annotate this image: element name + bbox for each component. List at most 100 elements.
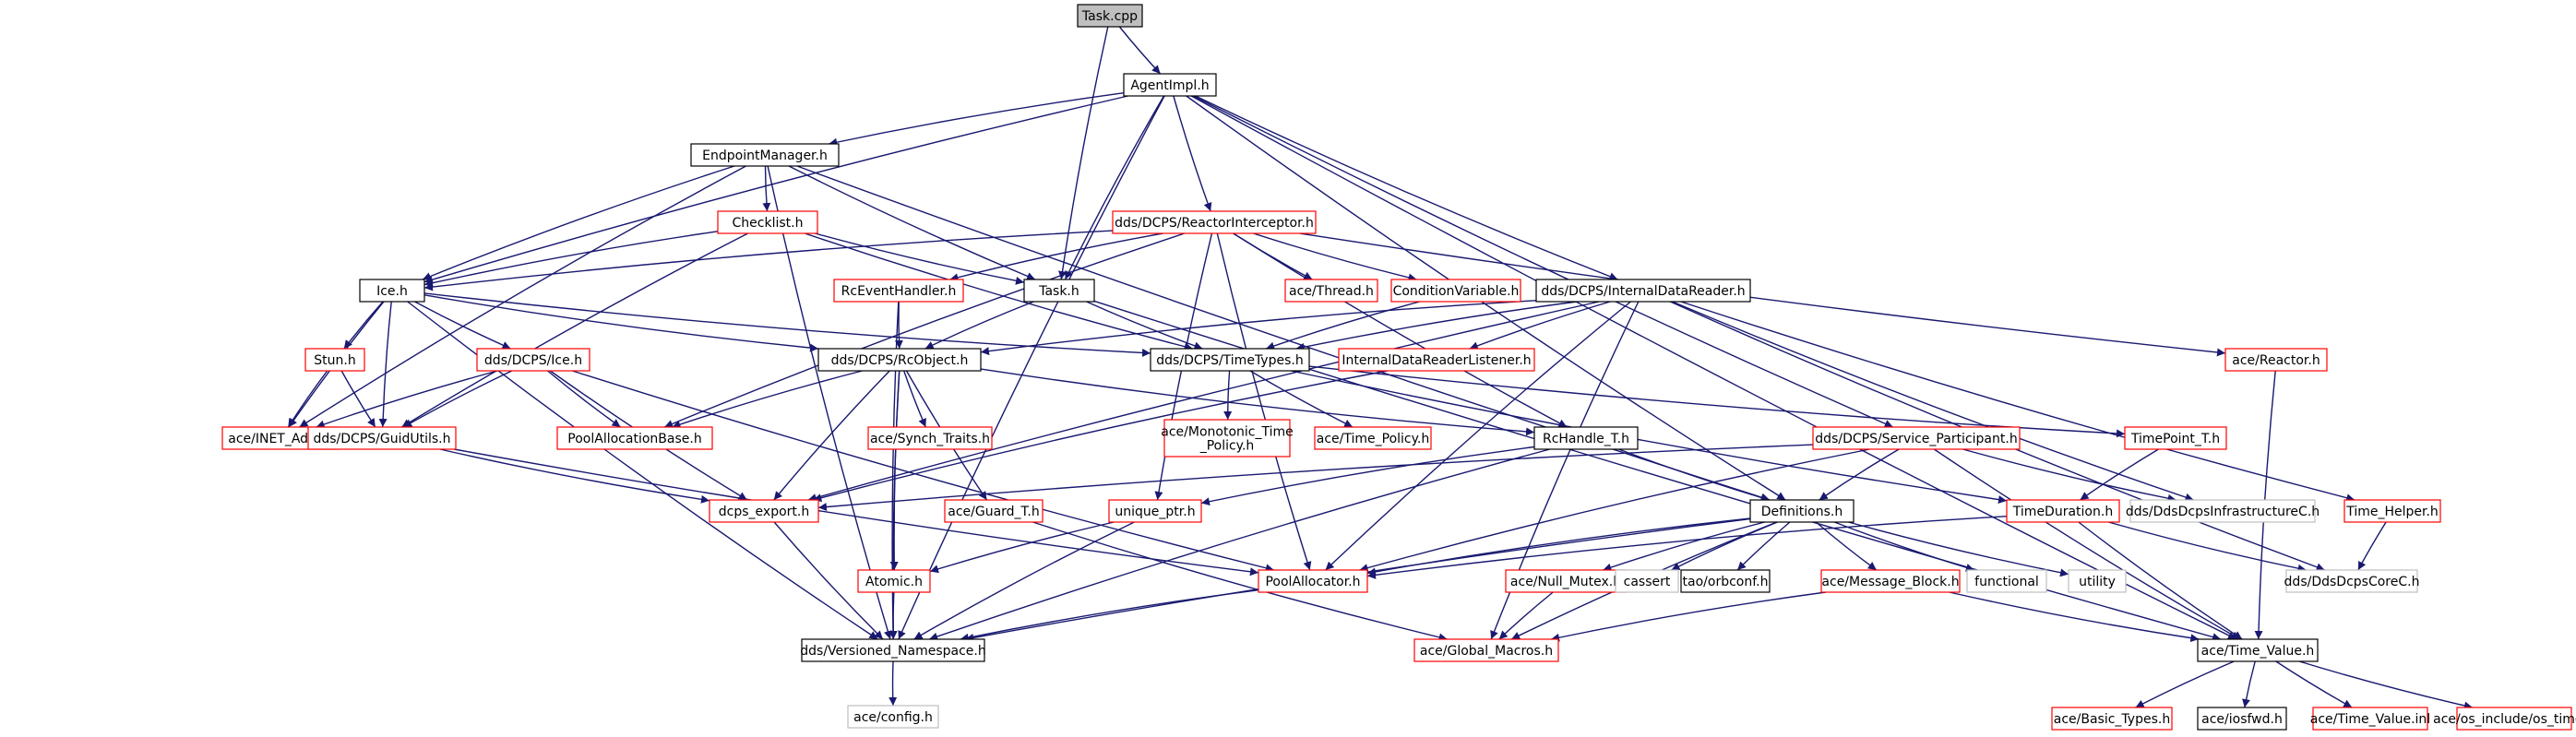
- edge-stun-to-guidutils: [340, 370, 376, 428]
- edge-internaldr-to-timetypes: [1295, 301, 1578, 351]
- node-label-dcpsice: dds/DCPS/Ice.h: [484, 353, 582, 368]
- node-rcobject[interactable]: dds/DCPS/RcObject.h: [817, 348, 982, 372]
- node-guidutils[interactable]: dds/DCPS/GuidUtils.h: [307, 426, 457, 450]
- node-svcpart[interactable]: dds/DCPS/Service_Participant.h: [1812, 426, 2021, 450]
- node-definitions[interactable]: Definitions.h: [1749, 499, 1854, 523]
- node-label-poolalloc: PoolAllocator.h: [1265, 575, 1360, 589]
- node-label-rceventhandler: RcEventHandler.h: [841, 284, 957, 299]
- edge-dcpsexport-to-versioned: [773, 521, 884, 640]
- node-poolallocbase[interactable]: PoolAllocationBase.h: [556, 426, 713, 450]
- node-aceconfig[interactable]: ace/config.h: [847, 705, 939, 729]
- node-timepoint[interactable]: TimePoint_T.h: [2124, 426, 2227, 450]
- edge-agentimpl-to-timevalue: [1190, 95, 2237, 640]
- edge-rcobject-to-synchtraits: [903, 370, 926, 428]
- edge-rchandle-to-uniqueptr: [1200, 446, 1535, 506]
- edge-definitions-to-msgblock: [1815, 521, 1878, 571]
- node-label-timehelper: Time_Helper.h: [2345, 505, 2439, 519]
- node-acethread[interactable]: ace/Thread.h: [1284, 279, 1378, 303]
- node-coreC[interactable]: dds/DdsDcpsCoreC.h: [2284, 569, 2420, 593]
- node-box-endpointmgr: [690, 143, 840, 167]
- node-box-cassert: [1615, 569, 1679, 593]
- edge-ice-to-versioned: [407, 301, 878, 640]
- node-stun[interactable]: Stun.h: [304, 348, 365, 372]
- edge-svcpart-to-poolalloc: [1359, 448, 1870, 572]
- node-timehelper[interactable]: Time_Helper.h: [2343, 499, 2441, 523]
- node-endpointmgr[interactable]: EndpointManager.h: [690, 143, 840, 167]
- edge-poolalloc-to-versioned: [960, 589, 1259, 642]
- edge-definitions-to-nullmutex: [1603, 521, 1765, 572]
- node-label-globalmacros: ace/Global_Macros.h: [1420, 644, 1553, 659]
- node-functional[interactable]: functional: [1966, 569, 2047, 593]
- edge-task_cpp-to-agentimpl: [1118, 26, 1162, 75]
- node-idrlistener[interactable]: InternalDataReaderListener.h: [1338, 348, 1535, 372]
- node-box-task_cpp: [1077, 4, 1143, 28]
- edge-msgblock-to-timevalue: [1949, 591, 2200, 643]
- node-synchtraits[interactable]: ace/Synch_Traits.h: [867, 426, 993, 450]
- node-checklist[interactable]: Checklist.h: [717, 210, 818, 234]
- node-box-iosfwd: [2197, 707, 2287, 731]
- node-box-globalmacros: [1413, 638, 1559, 662]
- node-box-dcpsice: [476, 348, 590, 372]
- node-versioned[interactable]: dds/Versioned_Namespace.h: [800, 638, 986, 662]
- node-label-ostime: ace/os_include/os_time.h: [2433, 712, 2576, 727]
- edge-reactorint-to-ice: [423, 230, 1114, 291]
- node-uniqueptr[interactable]: unique_ptr.h: [1108, 499, 1202, 523]
- node-label-idrlistener: InternalDataReaderListener.h: [1342, 353, 1531, 368]
- node-agentimpl[interactable]: AgentImpl.h: [1123, 73, 1217, 97]
- node-ice[interactable]: Ice.h: [359, 279, 425, 303]
- edge-task_cpp-to-task_h: [1058, 26, 1109, 280]
- node-timevalue[interactable]: ace/Time_Value.h: [2197, 638, 2319, 662]
- node-rchandle[interactable]: RcHandle_T.h: [1533, 426, 1639, 450]
- node-infraC[interactable]: dds/DdsDcpsInfrastructureC.h: [2126, 499, 2320, 523]
- node-utility[interactable]: utility: [2068, 569, 2127, 593]
- node-dcpsice[interactable]: dds/DCPS/Ice.h: [476, 348, 590, 372]
- node-box-poolallocbase: [556, 426, 713, 450]
- node-box-atomic: [857, 569, 931, 593]
- node-box-basictypes: [2051, 707, 2173, 731]
- node-box-infraC: [2129, 499, 2316, 523]
- node-box-timevalue: [2197, 638, 2319, 662]
- node-ostime[interactable]: ace/os_include/os_time.h: [2433, 707, 2576, 731]
- edge-dcpsice-to-inetaddr: [316, 370, 498, 429]
- node-rceventhandler[interactable]: RcEventHandler.h: [833, 279, 964, 303]
- node-label-task_cpp: Task.cpp: [1081, 9, 1138, 24]
- node-basictypes[interactable]: ace/Basic_Types.h: [2051, 707, 2173, 731]
- node-atomic[interactable]: Atomic.h: [857, 569, 931, 593]
- edge-task_h-to-timetypes: [1086, 301, 1203, 351]
- node-timepolicy[interactable]: ace/Time_Policy.h: [1314, 426, 1432, 450]
- node-task_h[interactable]: Task.h: [1023, 279, 1095, 303]
- node-iosfwd[interactable]: ace/iosfwd.h: [2197, 707, 2287, 731]
- node-internaldr[interactable]: dds/DCPS/InternalDataReader.h: [1535, 279, 1751, 303]
- node-timevalueinl[interactable]: ace/Time_Value.inl: [2310, 707, 2430, 731]
- node-timeduration[interactable]: TimeDuration.h: [2006, 499, 2120, 523]
- node-guard[interactable]: ace/Guard_T.h: [944, 499, 1044, 523]
- node-label-poolallocbase: PoolAllocationBase.h: [567, 432, 701, 446]
- node-monotonic[interactable]: ace/Monotonic_Time_Policy.h: [1161, 419, 1294, 458]
- node-box-versioned: [801, 638, 985, 662]
- edge-dcpsice-to-poolallocbase: [547, 370, 621, 428]
- node-box-guard: [944, 499, 1044, 523]
- edge-ice-to-timetypes: [423, 292, 1151, 357]
- node-task_cpp[interactable]: Task.cpp: [1077, 4, 1143, 28]
- edge-endpointmgr-to-ice: [422, 165, 735, 280]
- node-label-coreC: dds/DdsDcpsCoreC.h: [2284, 575, 2420, 589]
- edge-reactorint-to-condvar: [1253, 232, 1417, 282]
- node-poolalloc[interactable]: PoolAllocator.h: [1258, 569, 1368, 593]
- node-label-iosfwd: ace/iosfwd.h: [2201, 712, 2283, 727]
- node-label-agentimpl: AgentImpl.h: [1130, 78, 1209, 93]
- node-dcpsexport[interactable]: dcps_export.h: [709, 499, 819, 523]
- node-reactorint[interactable]: dds/DCPS/ReactorInterceptor.h: [1112, 210, 1317, 234]
- edge-internaldr-to-timehelper: [1680, 301, 2355, 503]
- node-taoorbconf[interactable]: tao/orbconf.h: [1680, 569, 1771, 593]
- node-condvar[interactable]: ConditionVariable.h: [1390, 279, 1521, 303]
- node-acereactor[interactable]: ace/Reactor.h: [2224, 348, 2328, 372]
- node-nullmutex[interactable]: ace/Null_Mutex.h: [1505, 569, 1627, 593]
- node-box-msgblock: [1820, 569, 1961, 593]
- edge-agentimpl-to-svcpart: [1192, 95, 1893, 428]
- node-globalmacros[interactable]: ace/Global_Macros.h: [1413, 638, 1559, 662]
- node-cassert[interactable]: cassert: [1615, 569, 1679, 593]
- edge-dcpsice-to-poolalloc: [572, 370, 1274, 573]
- node-box-timetypes: [1150, 348, 1310, 372]
- node-timetypes[interactable]: dds/DCPS/TimeTypes.h: [1150, 348, 1310, 372]
- node-msgblock[interactable]: ace/Message_Block.h: [1820, 569, 1961, 593]
